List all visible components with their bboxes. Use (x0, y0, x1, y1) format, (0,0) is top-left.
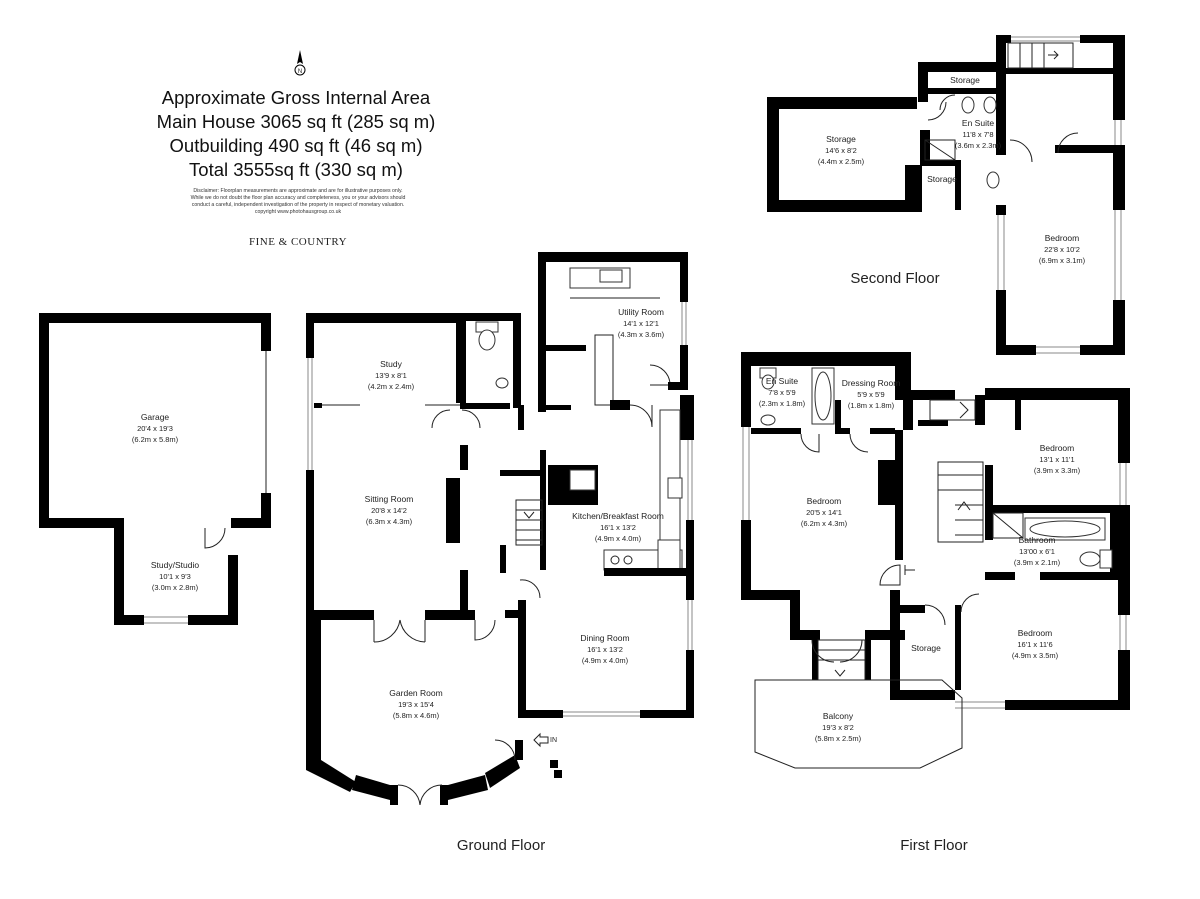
room-dims-sitting: 20'8 x 14'2 (371, 506, 407, 515)
room-dims-ff-bed1: 20'5 x 14'1 (806, 508, 842, 517)
room-dims-bathroom: 13'00 x 6'1 (1019, 547, 1055, 556)
room-label-dining: Dining Room (580, 633, 629, 643)
area-total: Total 3555sq ft (330 sq m) (189, 159, 403, 180)
room-metric-dressing: (1.8m x 1.8m) (848, 401, 895, 410)
room-metric-sitting: (6.3m x 4.3m) (366, 517, 413, 526)
room-dims-kitchen: 16'1 x 13'2 (600, 523, 636, 532)
room-metric-balcony: (5.8m x 2.5m) (815, 734, 862, 743)
brand-logo: FINE & COUNTRY (249, 236, 347, 248)
garage-outbuilding (39, 313, 271, 625)
room-label-ff-bed2: Bedroom (1040, 443, 1075, 453)
area-main-house: Main House 3065 sq ft (285 sq m) (157, 111, 436, 132)
room-dims-sf-storage-big: 14'6 x 8'2 (825, 146, 857, 155)
room-label-garden: Garden Room (389, 688, 442, 698)
room-label-kitchen: Kitchen/Breakfast Room (572, 511, 664, 521)
room-label-ff-bed3: Bedroom (1018, 628, 1053, 638)
room-metric-studio: (3.0m x 2.8m) (152, 583, 199, 592)
floor-label-ground: Ground Floor (457, 837, 545, 854)
room-label-sf-storage-top: Storage (950, 75, 980, 85)
compass-icon: N (294, 50, 306, 76)
area-outbuilding: Outbuilding 490 sq ft (46 sq m) (170, 135, 423, 156)
room-metric-ff-bed2: (3.9m x 3.3m) (1034, 466, 1081, 475)
room-metric-ff-ensuite: (2.3m x 1.8m) (759, 399, 806, 408)
room-dims-sf-bed: 22'8 x 10'2 (1044, 245, 1080, 254)
room-label-ff-ensuite: En Suite (766, 376, 798, 386)
disclaimer-line: conduct a careful, independent investiga… (192, 202, 405, 208)
ground-floor-plan (306, 252, 694, 806)
room-label-ff-bed1: Bedroom (807, 496, 842, 506)
room-metric-kitchen: (4.9m x 4.0m) (595, 534, 642, 543)
disclaimer-line: While we do not doubt the floor plan acc… (191, 195, 406, 201)
room-label-dressing: Dressing Room (842, 378, 901, 388)
area-title: Approximate Gross Internal Area (162, 87, 431, 108)
room-dims-dining: 16'1 x 13'2 (587, 645, 623, 654)
room-dims-ff-ensuite: 7'8 x 5'9 (768, 388, 795, 397)
room-metric-study: (4.2m x 2.4m) (368, 382, 415, 391)
room-dims-garden: 19'3 x 15'4 (398, 700, 434, 709)
room-dims-ff-bed2: 13'1 x 11'1 (1039, 455, 1074, 464)
disclaimer-line: Disclaimer: Floorplan measurements are a… (193, 188, 402, 194)
room-label-sitting: Sitting Room (365, 494, 414, 504)
room-metric-utility: (4.3m x 3.6m) (618, 330, 665, 339)
floor-label-first: First Floor (900, 837, 968, 854)
second-floor-plan (767, 35, 1125, 355)
room-metric-ff-bed1: (6.2m x 4.3m) (801, 519, 848, 528)
entrance-arrow-icon (533, 732, 549, 748)
room-label-bathroom: Bathroom (1019, 535, 1056, 545)
room-dims-utility: 14'1 x 12'1 (623, 319, 659, 328)
room-label-studio: Study/Studio (151, 560, 199, 570)
disclaimer-line: copyright www.photohausgroup.co.uk (255, 209, 342, 215)
room-metric-sf-ensuite: (3.6m x 2.3m) (955, 141, 1002, 150)
first-floor-plan (741, 352, 1130, 769)
room-metric-garage: (6.2m x 5.8m) (132, 435, 179, 444)
room-dims-dressing: 5'9 x 5'9 (857, 390, 884, 399)
room-metric-sf-bed: (6.9m x 3.1m) (1039, 256, 1086, 265)
compass-label: N (298, 69, 302, 75)
room-metric-sf-storage-big: (4.4m x 2.5m) (818, 157, 865, 166)
entrance-label: IN (550, 737, 557, 744)
room-metric-dining: (4.9m x 4.0m) (582, 656, 629, 665)
room-label-balcony: Balcony (823, 711, 854, 721)
room-label-sf-storage-small: Storage (927, 174, 957, 184)
room-label-garage: Garage (141, 412, 170, 422)
room-label-sf-storage-big: Storage (826, 134, 856, 144)
room-label-sf-ensuite: En Suite (962, 118, 994, 128)
room-dims-ff-bed3: 16'1 x 11'6 (1017, 640, 1052, 649)
room-label-sf-bed: Bedroom (1045, 233, 1080, 243)
room-dims-study: 13'9 x 8'1 (375, 371, 407, 380)
room-dims-sf-ensuite: 11'8 x 7'8 (962, 130, 993, 139)
room-dims-studio: 10'1 x 9'3 (159, 572, 191, 581)
floor-label-second: Second Floor (850, 270, 939, 287)
room-label-utility: Utility Room (618, 307, 664, 317)
room-dims-balcony: 19'3 x 8'2 (822, 723, 854, 732)
room-metric-bathroom: (3.9m x 2.1m) (1014, 558, 1061, 567)
room-label-ff-storage: Storage (911, 643, 941, 653)
room-dims-garage: 20'4 x 19'3 (137, 424, 173, 433)
room-label-study: Study (380, 359, 402, 369)
room-metric-ff-bed3: (4.9m x 3.5m) (1012, 651, 1059, 660)
room-metric-garden: (5.8m x 4.6m) (393, 711, 440, 720)
